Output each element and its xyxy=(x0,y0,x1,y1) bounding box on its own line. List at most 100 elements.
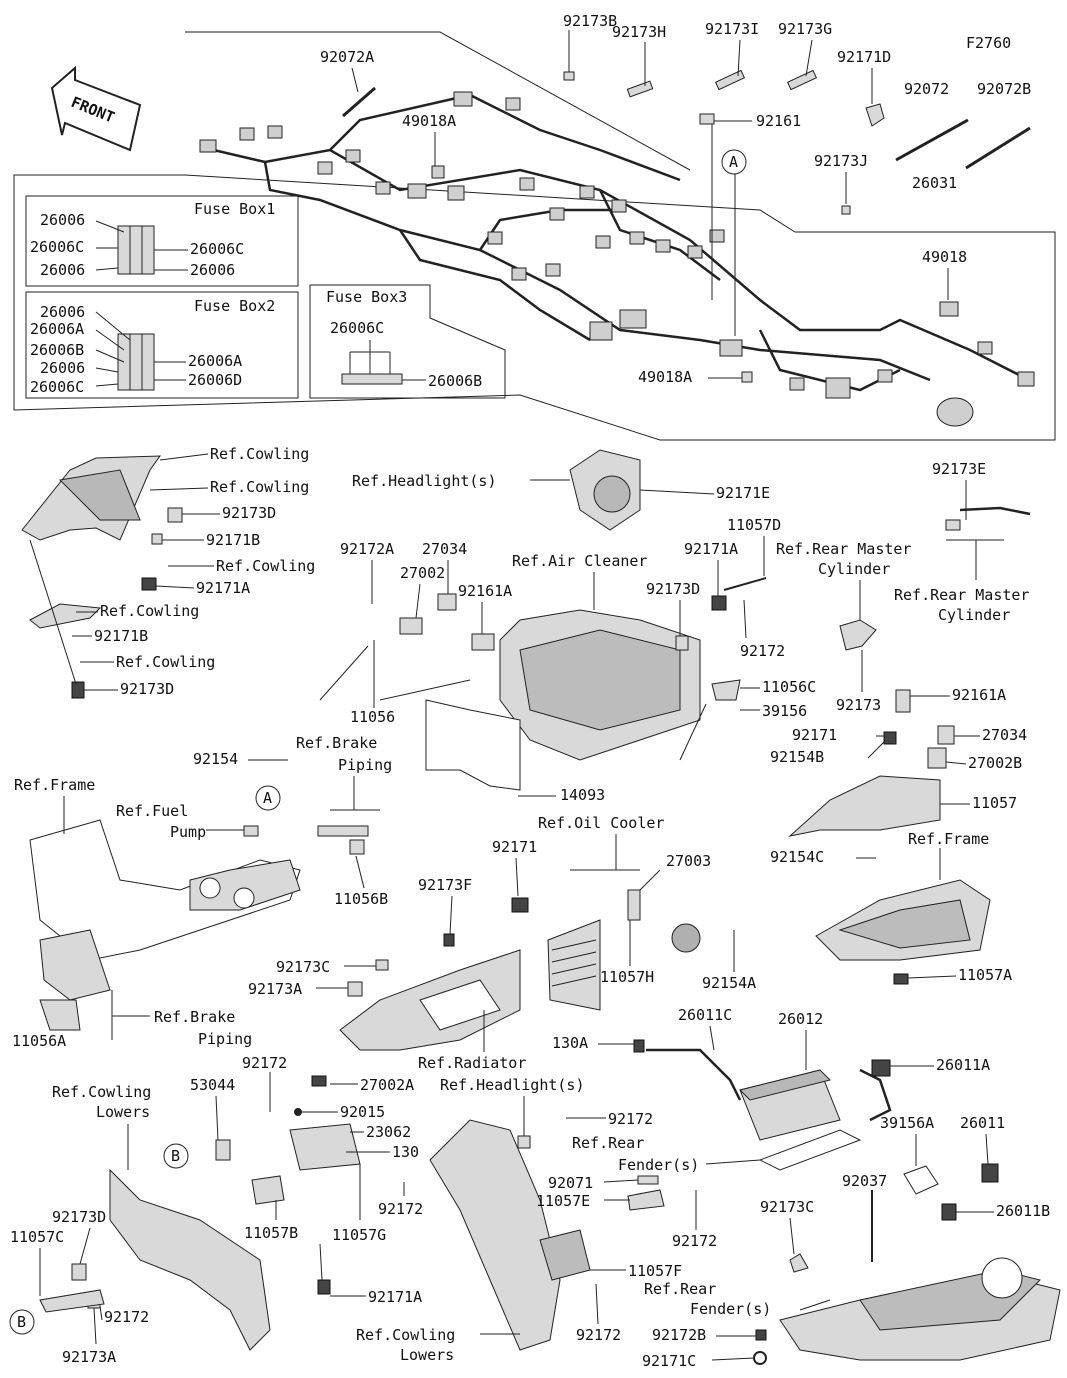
ref-label: Fender(s) xyxy=(618,1156,699,1174)
part-label: 92171B xyxy=(206,531,260,549)
figure-code: F2760 xyxy=(966,34,1011,52)
part-label: 92172 xyxy=(740,642,785,660)
part-label: 26011C xyxy=(678,1006,732,1024)
part-label: 11056A xyxy=(12,1032,66,1050)
part-label: 130 xyxy=(392,1143,419,1161)
part-label: 92173D xyxy=(222,504,276,522)
part-label: 92171E xyxy=(716,484,770,502)
callout-b-label: B xyxy=(17,1313,26,1331)
left-cowling-bracket xyxy=(21,455,183,699)
part-label: 39156A xyxy=(880,1114,934,1132)
part-label: 26011B xyxy=(996,1202,1050,1220)
center-assembly: A xyxy=(29,785,701,1051)
part-label: 92171 xyxy=(792,726,837,744)
part-label: 49018 xyxy=(922,248,967,266)
part-label: 26011A xyxy=(936,1056,990,1074)
part-label: 11057E xyxy=(536,1192,590,1210)
part-label: 92161 xyxy=(756,112,801,130)
lower-cowling-left: B B xyxy=(9,1075,361,1351)
ref-label: Fender(s) xyxy=(690,1300,771,1318)
part-label: 92173A xyxy=(62,1348,116,1366)
part-label: 11057B xyxy=(244,1224,298,1242)
part-label: 92172 xyxy=(242,1054,287,1072)
part-label: 92171B xyxy=(94,627,148,645)
part-label: 26031 xyxy=(912,174,957,192)
ref-label: Cylinder xyxy=(938,606,1010,624)
part-label: 92172 xyxy=(104,1308,149,1326)
ref-label: Ref.Cowling xyxy=(116,653,215,671)
ref-label: Ref.Headlight(s) xyxy=(440,1076,585,1094)
ref-label: Lowers xyxy=(96,1103,150,1121)
part-label: 92173B xyxy=(563,12,617,30)
ref-label: Ref.Cowling xyxy=(356,1326,455,1344)
ref-label: Ref.Frame xyxy=(14,776,95,794)
ref-label: Ref.Oil Cooler xyxy=(538,814,664,832)
fuse-label: 26006 xyxy=(40,211,85,229)
fuse-box-2: Fuse Box2 26006 26006A 26006B 26006 2600… xyxy=(25,291,299,399)
part-label: 11057F xyxy=(628,1262,682,1280)
ref-label: Piping xyxy=(198,1030,252,1048)
part-label: 92171A xyxy=(368,1288,422,1306)
ref-label: Ref.Headlight(s) xyxy=(352,472,497,490)
top-small-parts: A xyxy=(342,69,1031,383)
part-label: 92154A xyxy=(702,974,756,992)
fuse-box-3-title: Fuse Box3 xyxy=(326,288,407,306)
part-label: 11057C xyxy=(10,1228,64,1246)
part-label: 92173D xyxy=(52,1208,106,1226)
part-label: 92173A xyxy=(248,980,302,998)
part-label: 92173I xyxy=(705,20,759,38)
ref-label: Ref.Brake xyxy=(154,1008,235,1026)
part-label: 11056C xyxy=(762,678,816,696)
fuse-label: 26006 xyxy=(40,359,85,377)
part-label: 92015 xyxy=(340,1103,385,1121)
ref-label: Ref.Rear Master xyxy=(894,586,1029,604)
part-label: 27002B xyxy=(968,754,1022,772)
part-label: 27034 xyxy=(982,726,1027,744)
callout-a-label: A xyxy=(729,153,738,171)
harness-outline xyxy=(13,31,1056,441)
part-label: 92171C xyxy=(642,1352,696,1370)
air-cleaner-assembly xyxy=(399,449,767,791)
fuse-label: 26006D xyxy=(188,371,242,389)
part-label: 92172 xyxy=(378,1200,423,1218)
part-label: 92171A xyxy=(196,579,250,597)
ref-label: Cylinder xyxy=(818,560,890,578)
callout-a-label: A xyxy=(263,789,272,807)
fuse-box-3: Fuse Box3 26006C 26006B xyxy=(309,284,506,399)
fuse-label: 26006C xyxy=(190,240,244,258)
part-label: 11057 xyxy=(972,794,1017,812)
ref-label: Ref.Cowling xyxy=(216,557,315,575)
fuse-label: 26006 xyxy=(40,261,85,279)
ref-label: Ref.Rear xyxy=(644,1280,716,1298)
part-label: 11057G xyxy=(332,1226,386,1244)
fuse-label: 26006 xyxy=(40,303,85,321)
part-label: 92072 xyxy=(904,80,949,98)
part-label: 92171 xyxy=(492,838,537,856)
fuse-label: 26006B xyxy=(30,341,84,359)
fuse-label: 26006A xyxy=(30,320,84,338)
ref-label: Lowers xyxy=(400,1346,454,1364)
ref-label: Ref.Rear Master xyxy=(776,540,911,558)
part-label: 49018A xyxy=(402,112,456,130)
part-label: 92161A xyxy=(458,582,512,600)
part-label: 92173E xyxy=(932,460,986,478)
fuse-label: 26006 xyxy=(190,261,235,279)
lower-cowling-right xyxy=(429,1119,665,1351)
ref-label: Piping xyxy=(338,756,392,774)
part-label: 92171A xyxy=(684,540,738,558)
part-label: 26012 xyxy=(778,1010,823,1028)
fuse-label: 26006A xyxy=(188,352,242,370)
part-label: 92154 xyxy=(193,750,238,768)
ref-label: Ref.Cowling xyxy=(52,1083,151,1101)
ref-label: Ref.Fuel xyxy=(116,802,188,820)
part-label: 11056B xyxy=(334,890,388,908)
part-label: 39156 xyxy=(762,702,807,720)
part-label: 11056 xyxy=(350,708,395,726)
bottom-labels: Ref.Cowling Lowers 53044 92172 27002A 92… xyxy=(10,1006,1050,1370)
part-label: 11057A xyxy=(958,966,1012,984)
part-label: 92172 xyxy=(608,1110,653,1128)
part-label: 27002 xyxy=(400,564,445,582)
part-label: 92173J xyxy=(814,152,868,170)
